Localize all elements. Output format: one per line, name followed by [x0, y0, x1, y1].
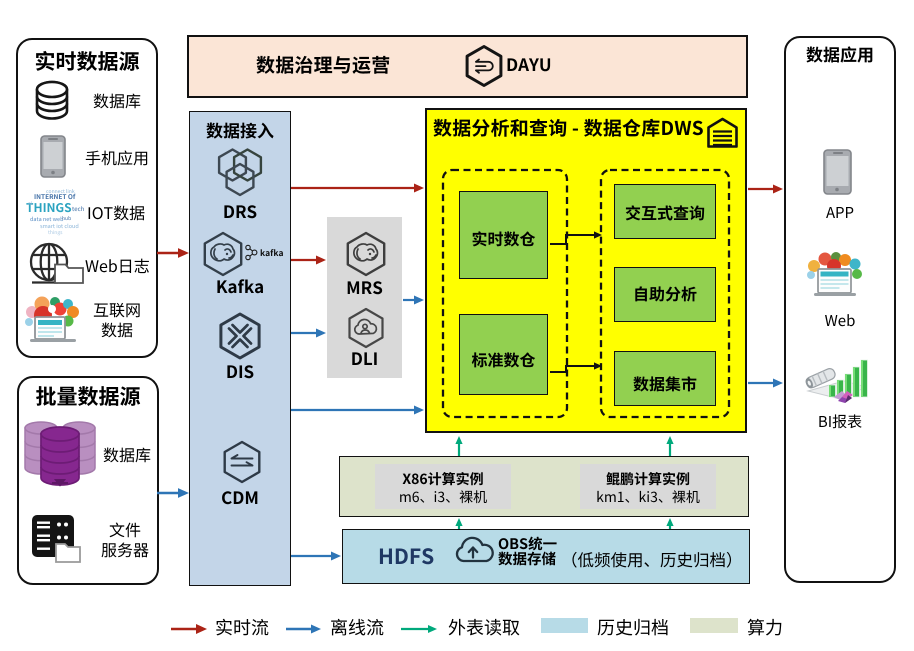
svg-text:ai: ai	[28, 200, 32, 207]
svg-text:kafka: kafka	[260, 247, 283, 259]
svg-text:things: things	[48, 229, 63, 236]
svg-text:THINGS: THINGS	[26, 199, 72, 216]
svg-text:connect link: connect link	[46, 188, 75, 195]
svg-text:tech: tech	[72, 204, 85, 213]
svg-text:smart iot cloud: smart iot cloud	[40, 222, 79, 230]
svg-text:data net web: data net web	[30, 215, 64, 223]
svg-text:hub: hub	[62, 215, 71, 222]
svg-text:INTERNET Of: INTERNET Of	[34, 191, 76, 201]
